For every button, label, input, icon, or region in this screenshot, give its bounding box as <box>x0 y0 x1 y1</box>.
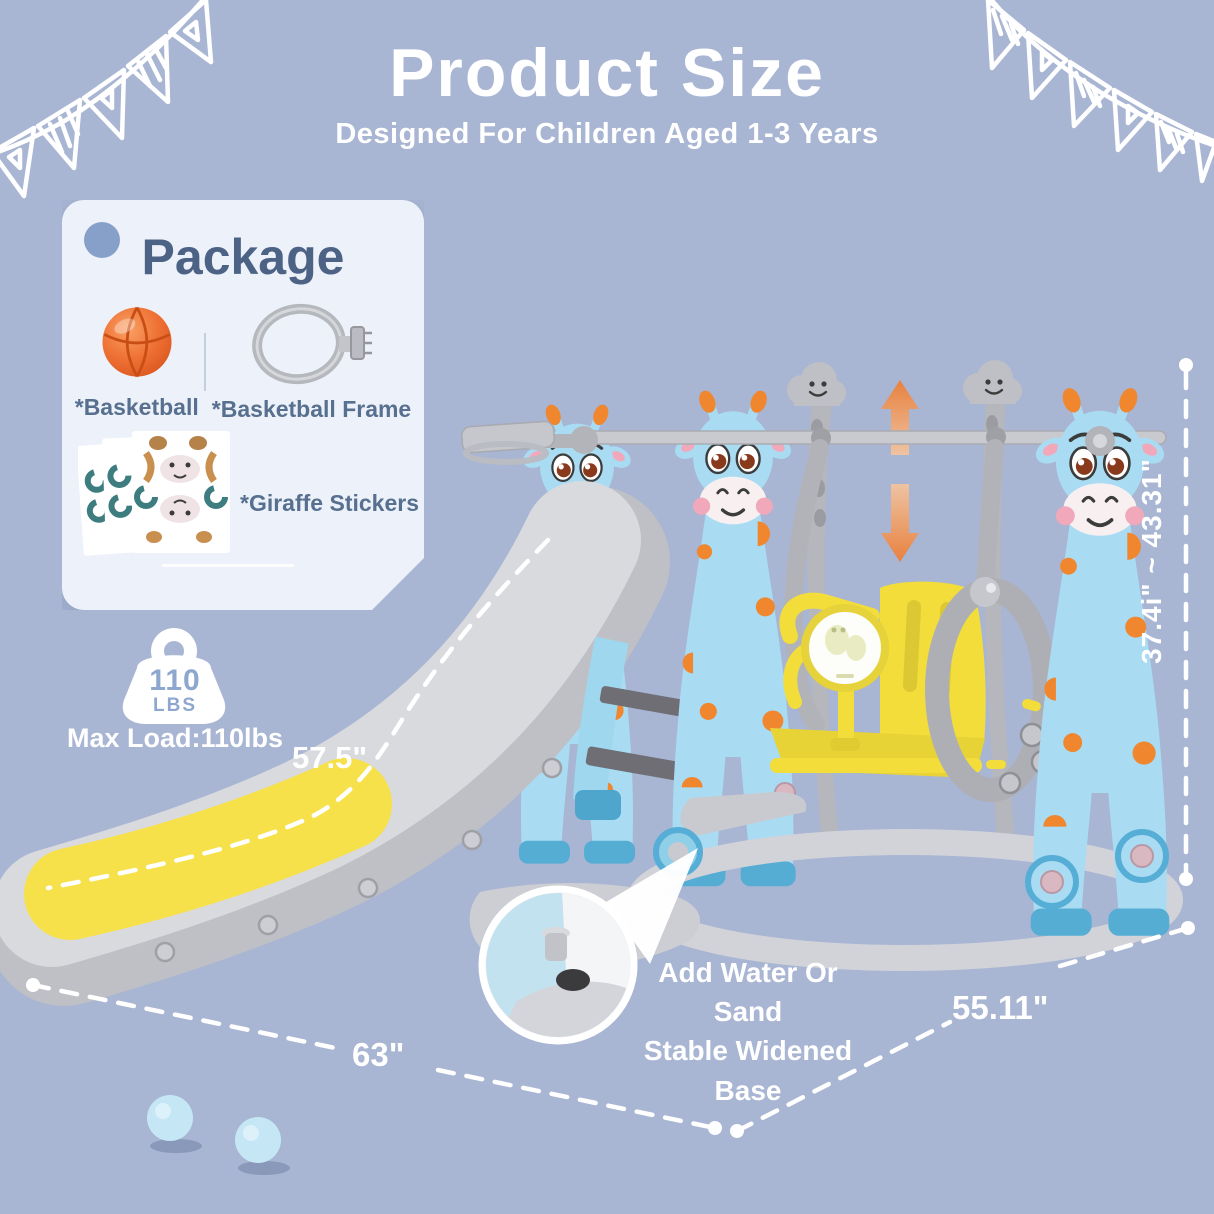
divider <box>204 333 206 391</box>
divider <box>162 564 294 567</box>
swing-crossbar <box>570 426 1167 454</box>
ground-length-line <box>30 982 718 1131</box>
callout-line-2: Stable Widened Base <box>643 1035 853 1106</box>
callout-line-1: Add Water Or Sand <box>658 957 838 1028</box>
wheel-hub <box>1040 870 1064 894</box>
slide-yellow-runway <box>24 758 392 940</box>
wheel-hub <box>1130 844 1154 868</box>
measurement-slide-length: 57.5" <box>292 740 368 775</box>
package-card: Package *Basketball *Basketball Fram <box>62 200 424 610</box>
measurement-dots <box>26 358 1195 1138</box>
basketball-frame-icon <box>247 300 377 386</box>
seat-badge <box>801 604 889 692</box>
bunting-left-icon <box>0 0 214 199</box>
max-load-value: 110 <box>149 664 201 697</box>
bunting-right-icon <box>985 0 1214 184</box>
play-balls <box>147 1095 290 1175</box>
max-load-label: Max Load:110lbs <box>66 723 284 753</box>
slide-length-line <box>45 537 551 891</box>
bar-hub-cap <box>1093 434 1107 448</box>
weight-icon <box>122 628 226 724</box>
basketball-icon <box>95 300 179 384</box>
measurement-height-range: 37.4i" ~ 43.31" <box>1136 458 1167 664</box>
package-item-frame: *Basketball Frame <box>212 300 411 423</box>
magnifier-callout <box>478 848 698 1045</box>
base-callout: Add Water Or Sand Stable Widened Base <box>623 953 873 1110</box>
page-subtitle: Designed For Children Aged 1-3 Years <box>335 118 879 150</box>
ground-width-line <box>734 925 1191 1134</box>
basketball-hoop-icon <box>461 420 576 465</box>
slide <box>52 540 594 961</box>
measurement-lines <box>30 369 1191 1134</box>
page-title: Product Size <box>389 35 825 111</box>
measurement-ground-width: 55.11" <box>952 989 1049 1026</box>
swing-seat <box>770 439 1057 802</box>
slide-rivets <box>154 757 563 963</box>
height-adjust-down-arrow <box>881 484 919 562</box>
package-item-label: *Giraffe Stickers <box>240 489 419 516</box>
measurement-ground-length: 63" <box>352 1036 405 1073</box>
card-corner-dot <box>84 222 120 258</box>
giraffe-stickers-icon <box>78 429 240 567</box>
package-item-label: *Basketball Frame <box>211 396 412 422</box>
cloud-top-left <box>787 362 846 406</box>
package-item-label: *Basketball <box>74 394 199 420</box>
product-illustration <box>52 360 1183 1175</box>
max-load-unit: LBS <box>153 695 197 716</box>
package-title: Package <box>141 229 345 285</box>
height-adjust-up-arrow <box>881 380 919 455</box>
package-item-basketball: *Basketball <box>75 300 199 421</box>
cloud-top-right <box>963 360 1022 404</box>
